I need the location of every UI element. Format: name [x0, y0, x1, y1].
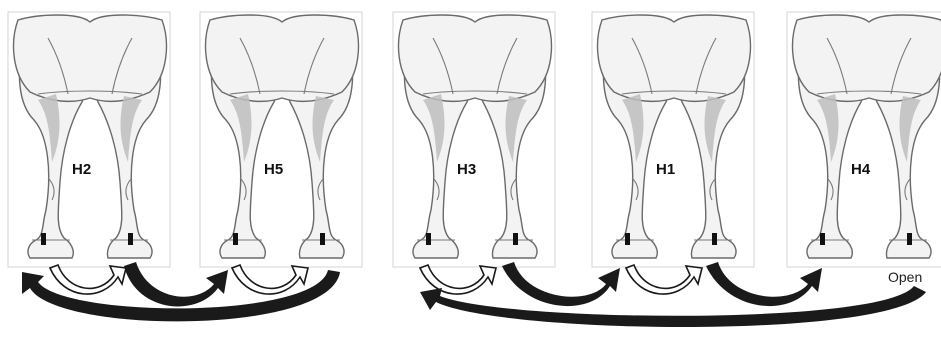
- contact-arrow-h2-h5: [124, 262, 228, 306]
- horse-panel-h5: H5: [200, 12, 362, 267]
- open-label: Open: [888, 269, 922, 285]
- contact-arrow-h1-h4: [706, 262, 822, 306]
- contact-arrow-h5-h2: [22, 270, 340, 321]
- horse-label-h3: H3: [457, 161, 476, 178]
- horse-panel-h3: H3: [393, 12, 555, 267]
- horse-label-h5: H5: [264, 161, 283, 178]
- outline-arrow-h5: [232, 265, 308, 294]
- horse-panel-h1: H1: [592, 12, 754, 267]
- contact-arrow-h3-h1: [502, 262, 620, 306]
- horse-panel-h2: H2: [8, 12, 170, 267]
- outline-arrow-h3: [420, 265, 496, 294]
- horse-label-h1: H1: [656, 161, 675, 178]
- horse-panel-h4: H4: [787, 12, 941, 267]
- outline-arrow-h2: [50, 265, 126, 294]
- horse-label-h4: H4: [851, 161, 871, 178]
- outline-arrow-h1: [626, 265, 702, 294]
- horse-label-h2: H2: [72, 161, 91, 178]
